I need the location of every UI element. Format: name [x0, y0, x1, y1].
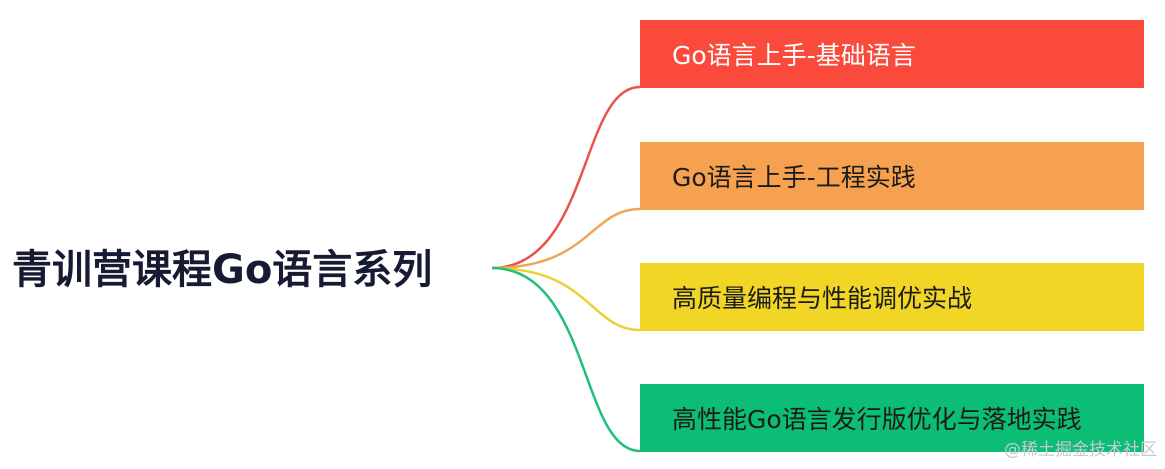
- branch-topic-4: 高性能Go语言发行版优化与落地实践: [640, 384, 1144, 452]
- branch-label: Go语言上手-基础语言: [672, 41, 916, 70]
- branch-topic-3: 高质量编程与性能调优实战: [640, 263, 1144, 331]
- watermark: @稀土掘金技术社区: [1004, 440, 1157, 460]
- branch-label: Go语言上手-工程实践: [672, 163, 916, 192]
- branch-topic-1: Go语言上手-基础语言: [640, 20, 1144, 88]
- connector-line-1: [491, 85, 641, 270]
- branch-label: 高性能Go语言发行版优化与落地实践: [672, 405, 1082, 434]
- branch-label: 高质量编程与性能调优实战: [672, 284, 973, 313]
- branch-topic-2: Go语言上手-工程实践: [640, 142, 1144, 210]
- root-topic: 青训营课程Go语言系列: [12, 247, 433, 293]
- connector-line-4: [491, 266, 641, 453]
- connector-line-2: [491, 207, 641, 270]
- connector-line-3: [491, 266, 641, 332]
